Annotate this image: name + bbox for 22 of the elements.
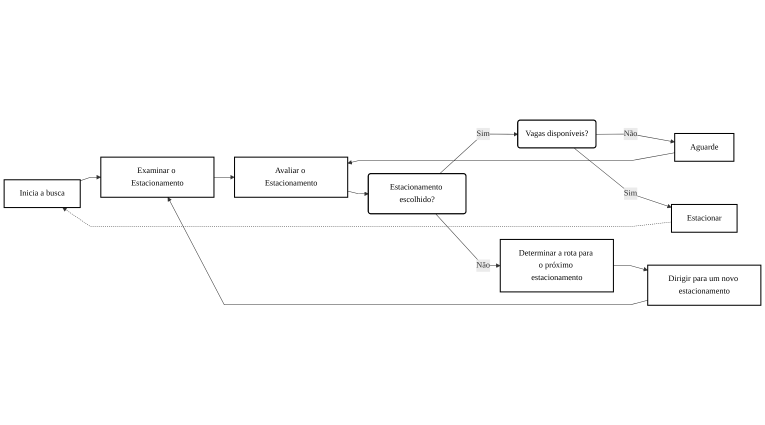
arrow	[80, 174, 102, 181]
edge-label: Não	[624, 129, 638, 138]
node-box: Examinar o Estacionamento	[100, 156, 214, 198]
arrow	[596, 134, 675, 144]
node-box: Avaliar o Estacionamento	[234, 156, 348, 198]
arrow	[347, 152, 675, 164]
node-box: Aguarde	[674, 132, 734, 162]
arrow	[436, 214, 500, 268]
arrow	[613, 265, 648, 272]
edge-label: Sim	[624, 188, 638, 198]
arrow	[439, 132, 518, 174]
edge-label: Sim	[476, 129, 490, 138]
arrow	[347, 190, 369, 196]
node-box: Dirigir para um novo estacionamento	[647, 264, 762, 306]
node-box: Inicia a busca	[4, 179, 81, 208]
node-box: Estacionar	[670, 204, 738, 233]
arrow	[214, 174, 235, 180]
node-box: Determinar a rota para o próximo estacionamento	[500, 238, 614, 292]
arrow	[574, 148, 672, 208]
edge-label: Não	[476, 260, 490, 270]
arrow	[62, 207, 672, 227]
arrow	[168, 196, 648, 305]
